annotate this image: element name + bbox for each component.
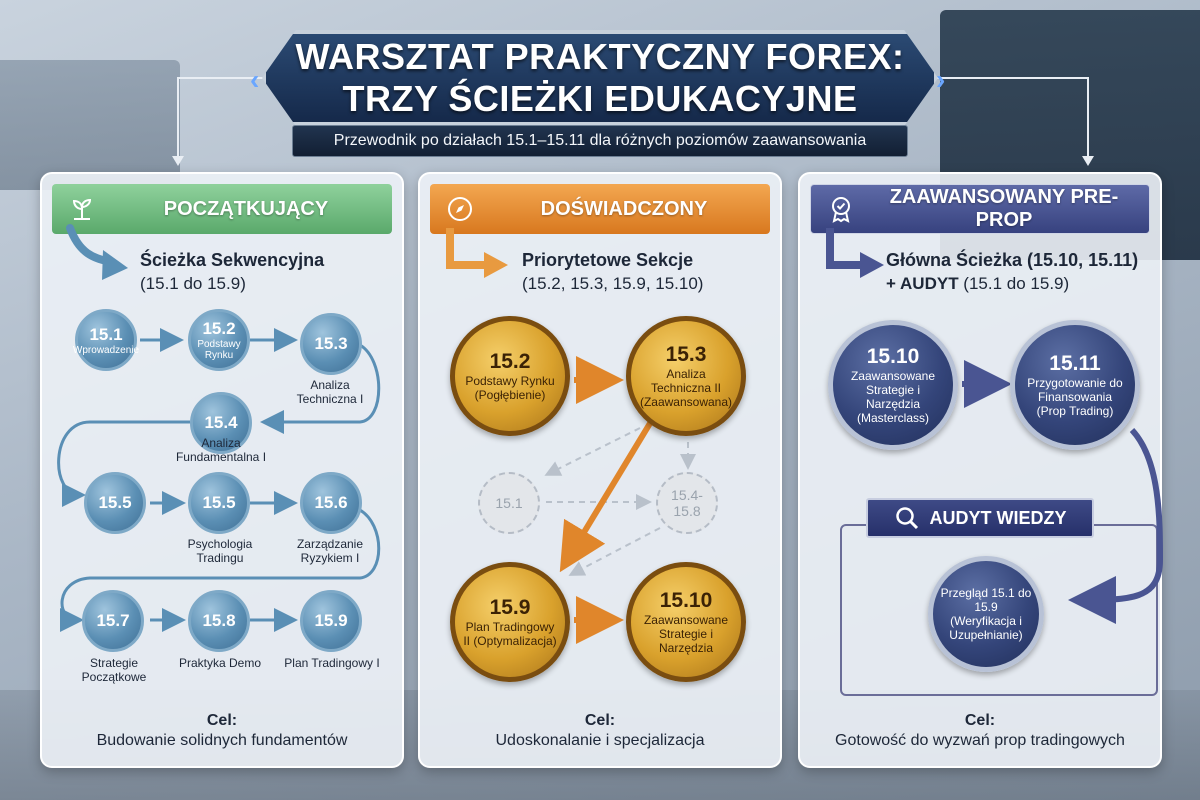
audit-review-node: Przegląd 15.1 do 15.9 (Weryfikacja i Uzu… bbox=[928, 556, 1044, 672]
title-line-2: TRZY ŚCIEŻKI EDUKACYJNE bbox=[342, 78, 858, 119]
beginner-goal-text: Budowanie solidnych fundamentów bbox=[96, 732, 348, 749]
advanced-header: ZAAWANSOWANY PRE-PROP bbox=[810, 184, 1150, 234]
beginner-node-15-1: 15.1 Wprowadzenie bbox=[73, 309, 139, 371]
beginner-panel: POCZĄTKUJĄCY Ścieżka Sekwencyjna (15.1 d… bbox=[40, 172, 404, 768]
experienced-node-15-2: 15.2 Podstawy Rynku (Pogłębienie) bbox=[450, 316, 570, 436]
beginner-node-15-5a: 15.5 bbox=[84, 472, 146, 534]
beginner-node-15-2: 15.2 Podstawy Rynku bbox=[188, 309, 250, 371]
beginner-node-15-3: 15.3 bbox=[300, 313, 362, 375]
chevron-right-icon: › bbox=[936, 64, 946, 95]
beginner-label-15-5: Psychologia Tradingu bbox=[187, 537, 253, 565]
beginner-node-15-9: 15.9 bbox=[300, 590, 362, 652]
advanced-goal-text: Gotowość do wyzwań prop tradingowych bbox=[835, 732, 1125, 749]
beginner-node-15-8: 15.8 bbox=[188, 590, 250, 652]
experienced-skipped-15-4-15-8: 15.4-15.8 bbox=[656, 472, 718, 534]
title-line-1: WARSZTAT PRAKTYCZNY FOREX: bbox=[295, 36, 905, 77]
advanced-node-15-10: 15.10 Zaawansowane Strategie i Narzędzia… bbox=[828, 320, 958, 450]
advanced-goal-label: Cel: bbox=[964, 712, 996, 729]
beginner-label-15-4: Analiza Fundamentalna I bbox=[175, 436, 267, 464]
beginner-path-title: Ścieżka Sekwencyjna bbox=[140, 250, 325, 270]
beginner-label-15-7: Strategie Początkowe bbox=[81, 656, 147, 684]
experienced-header: DOŚWIADCZONY bbox=[430, 184, 770, 234]
magnifier-icon bbox=[895, 507, 918, 530]
beginner-node-15-5b: 15.5 bbox=[188, 472, 250, 534]
beginner-node-15-6: 15.6 bbox=[300, 472, 362, 534]
beginner-goal-label: Cel: bbox=[206, 712, 238, 729]
beginner-label-15-3: Analiza Techniczna I bbox=[296, 378, 364, 406]
title-banner: WARSZTAT PRAKTYCZNY FOREX: TRZY ŚCIEŻKI … bbox=[262, 30, 938, 126]
beginner-node-15-7: 15.7 bbox=[82, 590, 144, 652]
award-badge-icon bbox=[832, 197, 850, 223]
experienced-goal-text: Udoskonalanie i specjalizacja bbox=[495, 732, 705, 749]
subtitle: Przewodnik po działach 15.1–15.11 dla ró… bbox=[292, 125, 908, 157]
experienced-skipped-15-1: 15.1 bbox=[478, 472, 540, 534]
experienced-node-15-9: 15.9 Plan Tradingowy II (Optymalizacja) bbox=[450, 562, 570, 682]
beginner-header: POCZĄTKUJĄCY bbox=[52, 184, 392, 234]
beginner-label-15-9: Plan Tradingowy I bbox=[284, 656, 380, 670]
sprout-icon bbox=[72, 198, 92, 220]
audit-header-label: AUDYT WIEDZY bbox=[929, 507, 1067, 528]
audit-header: AUDYT WIEDZY bbox=[866, 498, 1094, 538]
beginner-header-label: POCZĄTKUJĄCY bbox=[163, 197, 329, 220]
experienced-panel: DOŚWIADCZONY Priorytetowe Sekcje (15.2, … bbox=[418, 172, 782, 768]
advanced-path-subtitle: + AUDYT (15.1 do 15.9) bbox=[886, 274, 1070, 293]
advanced-path-title: Główna Ścieżka (15.10, 15.11) bbox=[886, 250, 1139, 270]
beginner-label-15-6: Zarządzanie Ryzykiem I bbox=[296, 537, 364, 565]
experienced-goal-label: Cel: bbox=[584, 712, 616, 729]
beginner-node-15-4: 15.4 bbox=[190, 392, 252, 454]
compass-icon bbox=[448, 197, 472, 221]
experienced-node-15-10: 15.10 Zaawansowane Strategie i Narzędzia bbox=[626, 562, 746, 682]
experienced-header-label: DOŚWIADCZONY bbox=[540, 197, 708, 220]
beginner-label-15-8: Praktyka Demo bbox=[178, 656, 262, 670]
experienced-path-range: (15.2, 15.3, 15.9, 15.10) bbox=[522, 274, 704, 293]
experienced-path-title: Priorytetowe Sekcje bbox=[522, 250, 694, 270]
beginner-path-range: (15.1 do 15.9) bbox=[140, 274, 246, 293]
background-monitor-left bbox=[0, 60, 180, 190]
chevron-left-icon: ‹ bbox=[250, 64, 260, 95]
advanced-node-15-11: 15.11 Przygotowanie do Finansowania (Pro… bbox=[1010, 320, 1140, 450]
advanced-header-label: ZAAWANSOWANY PRE-PROP bbox=[889, 186, 1119, 231]
experienced-node-15-3: 15.3 Analiza Techniczna II (Zaawansowana… bbox=[626, 316, 746, 436]
